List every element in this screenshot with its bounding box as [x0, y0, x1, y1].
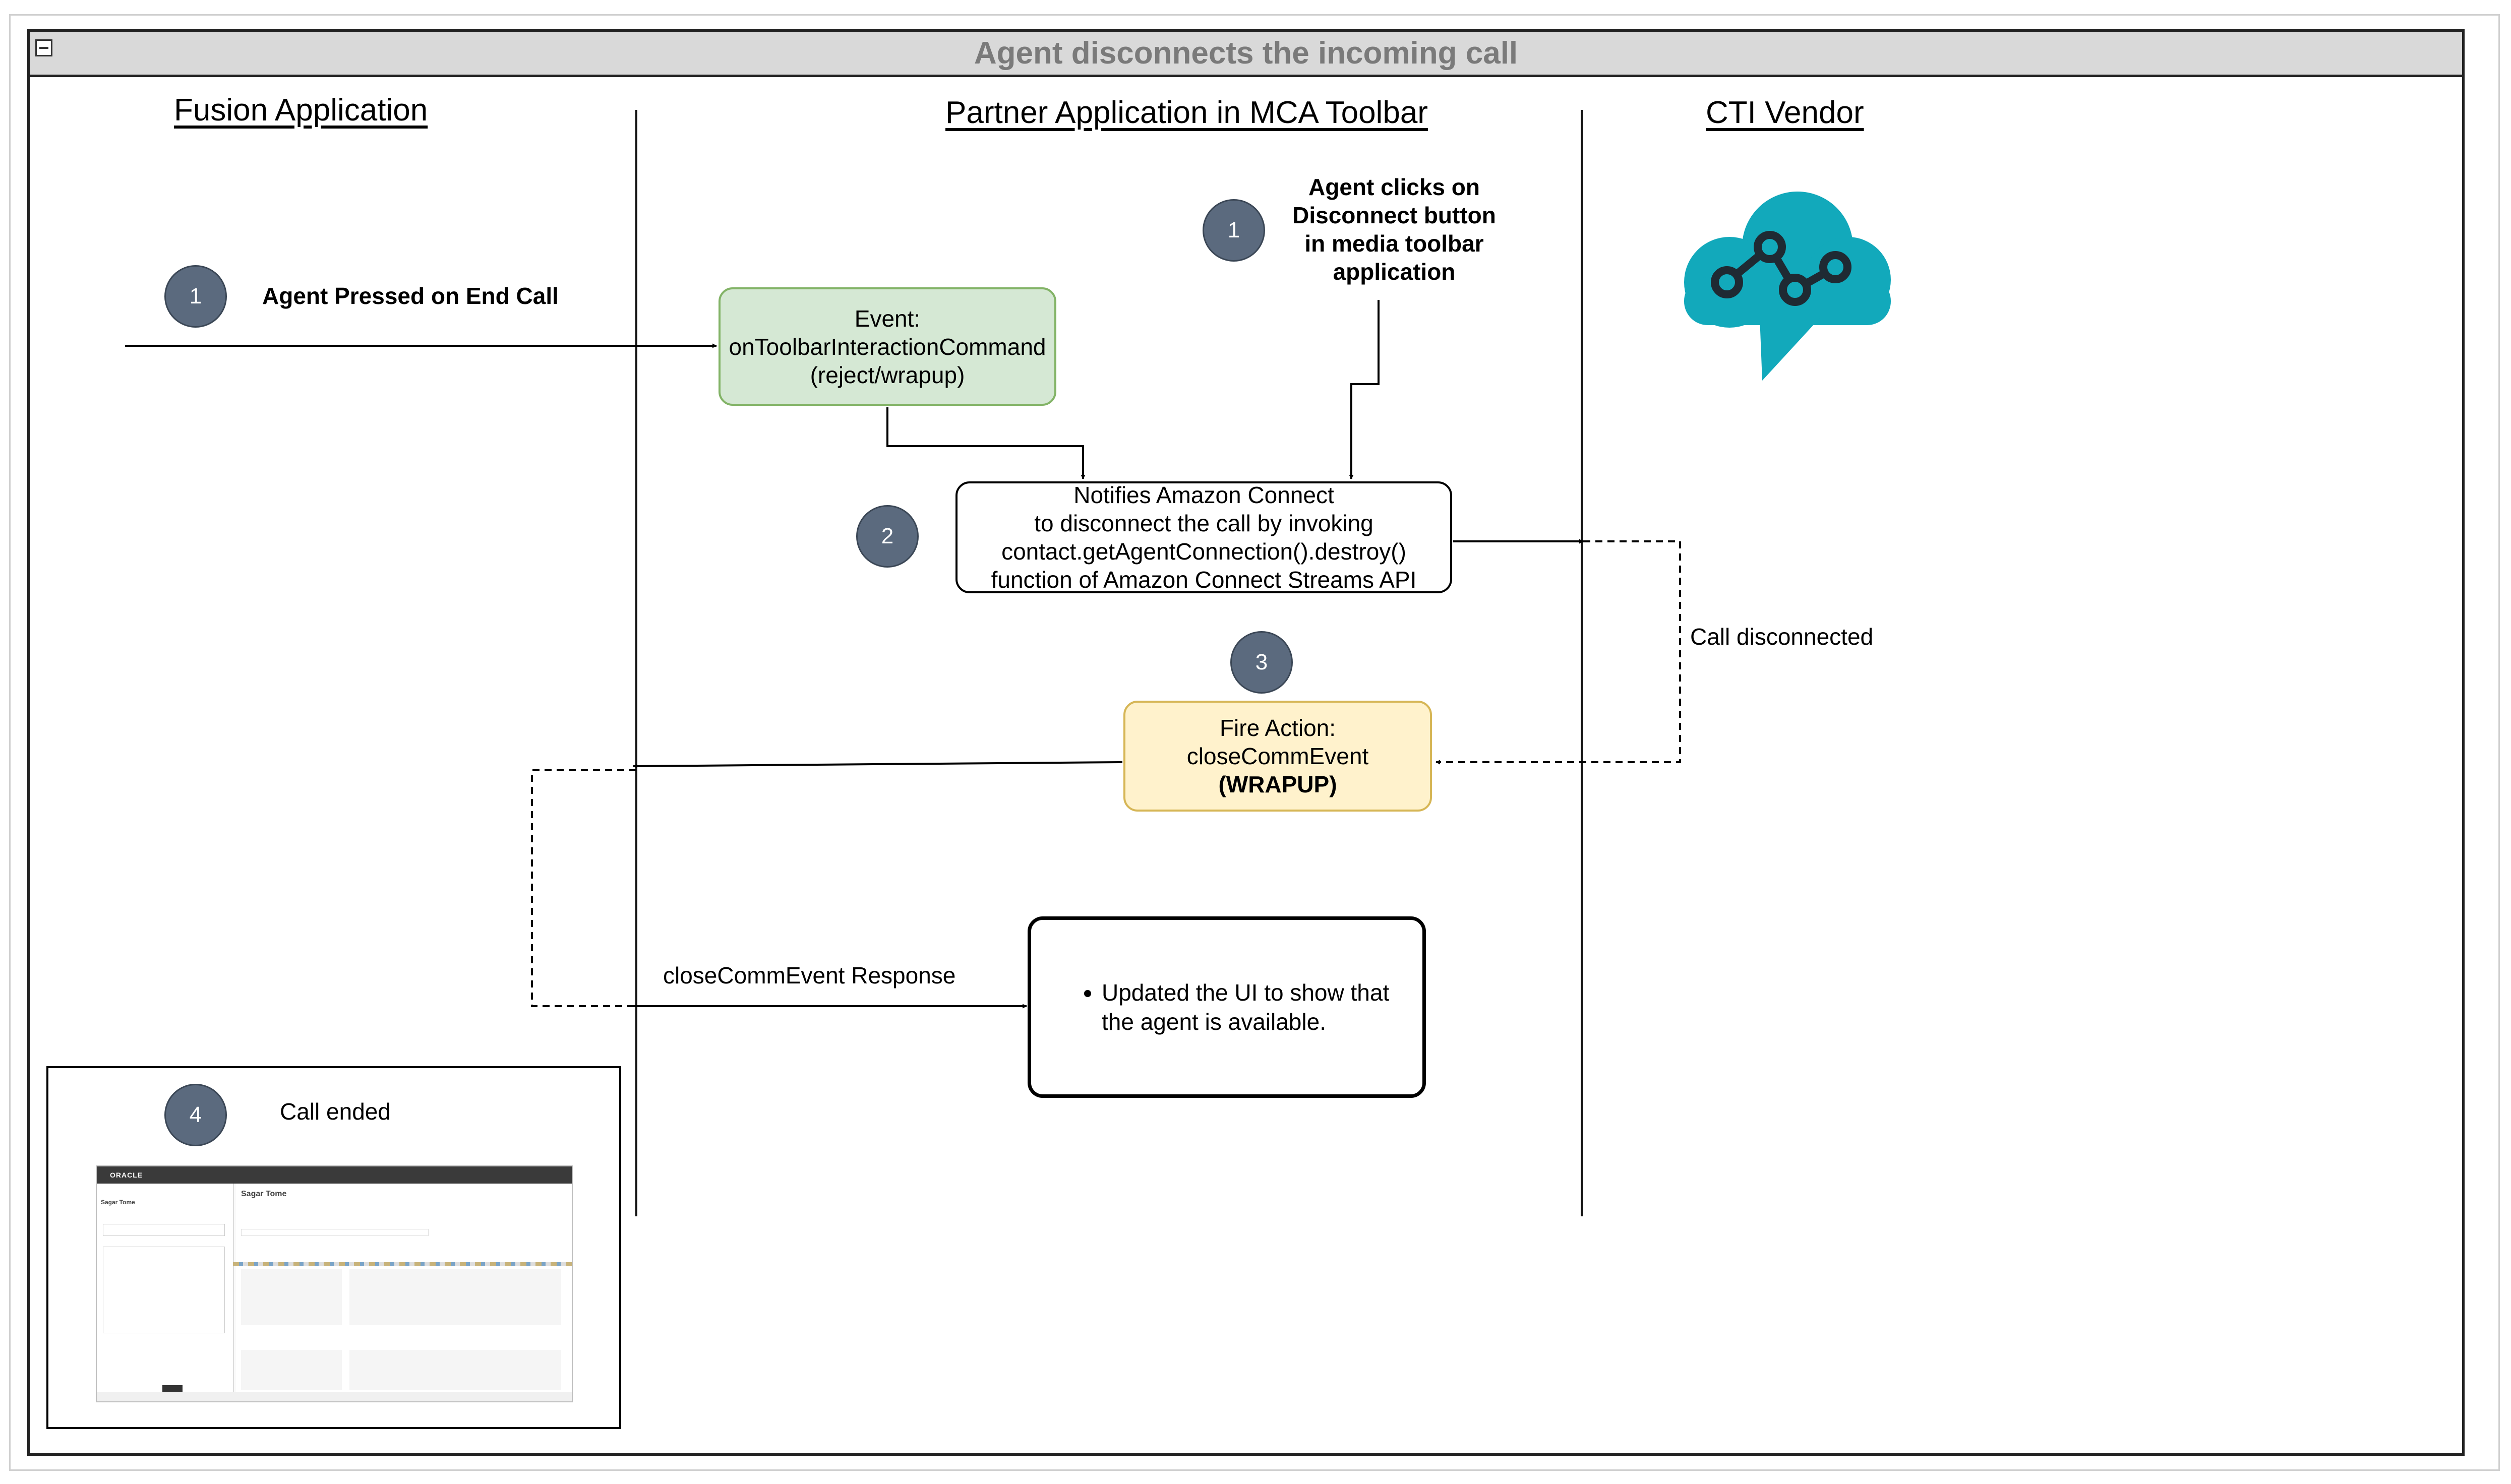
thumb-main-panel: Sagar Tome [236, 1184, 572, 1395]
step-circle-fusion-1: 1 [164, 265, 227, 328]
edge-close-response [531, 769, 636, 1007]
step-label-4: Call ended [280, 1098, 391, 1125]
edge-call-disconnected [1436, 540, 1681, 765]
partner-1-line-1: Agent clicks on [1308, 174, 1480, 200]
step-circle-4: 4 [164, 1084, 227, 1146]
thumb-logo: ORACLE [110, 1171, 143, 1179]
step-label-fusion-1: Agent Pressed on End Call [262, 283, 559, 309]
call-ended-panel [46, 1066, 621, 1429]
step-circle-2: 2 [856, 505, 919, 568]
notify-line-2: to disconnect the call by invoking [1034, 510, 1373, 536]
lane-divider-right [1581, 110, 1583, 1216]
fire-action-box: Fire Action: closeCommEvent (WRAPUP) [1123, 701, 1432, 812]
event-line-3: (reject/wrapup) [810, 361, 965, 388]
fire-line-2: closeCommEvent [1186, 743, 1369, 769]
step-label-partner-1: Agent clicks on Disconnect button in med… [1250, 171, 1538, 287]
lane-title-cti: CTI Vendor [1706, 95, 1864, 130]
event-line-1: Event: [854, 305, 921, 332]
edge-click-to-notify [1349, 300, 1380, 479]
fire-line-3: (WRAPUP) [1218, 771, 1337, 797]
notify-line-4: function of Amazon Connect Streams API [991, 567, 1417, 593]
cloud-network-icon [1684, 192, 1891, 381]
event-line-2: onToolbarInteractionCommand [729, 333, 1046, 360]
thumb-contact-name: Sagar Tome [101, 1199, 135, 1206]
edge-event-to-notify [886, 407, 1086, 479]
notify-box: Notifies Amazon Connect to disconnect th… [955, 481, 1452, 593]
notify-line-3: contact.getAgentConnection().destroy() [1001, 538, 1406, 565]
partner-1-line-2: Disconnect button [1292, 202, 1496, 228]
fire-line-1: Fire Action: [1219, 715, 1336, 741]
edge-fire-to-fusion [633, 761, 1123, 769]
lane-title-partner: Partner Application in MCA Toolbar [945, 95, 1428, 130]
edge-label-call-disconnected: Call disconnected [1690, 624, 1874, 650]
thumb-divider-strip [233, 1262, 572, 1266]
fusion-app-thumbnail: ORACLE Sagar Tome Sagar Tome [96, 1165, 573, 1402]
step-circle-3: 3 [1230, 631, 1293, 694]
canvas-border [9, 14, 2500, 1471]
result-box: Updated the UI to show that the agent is… [1028, 916, 1426, 1098]
thumb-topbar: ORACLE [97, 1166, 572, 1184]
partner-1-line-4: application [1333, 259, 1456, 285]
thumb-left-panel: Sagar Tome [97, 1184, 234, 1395]
result-item: Updated the UI to show that the agent is… [1102, 978, 1422, 1036]
thumb-bottombar [97, 1392, 572, 1401]
diagram-title: Agent disconnects the incoming call [30, 32, 2462, 77]
step-circle-partner-1: 1 [1203, 199, 1265, 262]
edge-label-close-response: closeCommEvent Response [663, 962, 956, 988]
thumb-contact-heading: Sagar Tome [241, 1190, 287, 1198]
notify-line-1: Notifies Amazon Connect [1073, 482, 1334, 508]
event-box: Event: onToolbarInteractionCommand (reje… [719, 287, 1056, 406]
collapse-icon[interactable] [35, 39, 52, 56]
lane-divider-left [635, 110, 637, 1216]
swimlane-container [27, 29, 2465, 1456]
partner-1-line-3: in media toolbar [1304, 230, 1484, 257]
lane-title-fusion: Fusion Application [174, 93, 428, 128]
